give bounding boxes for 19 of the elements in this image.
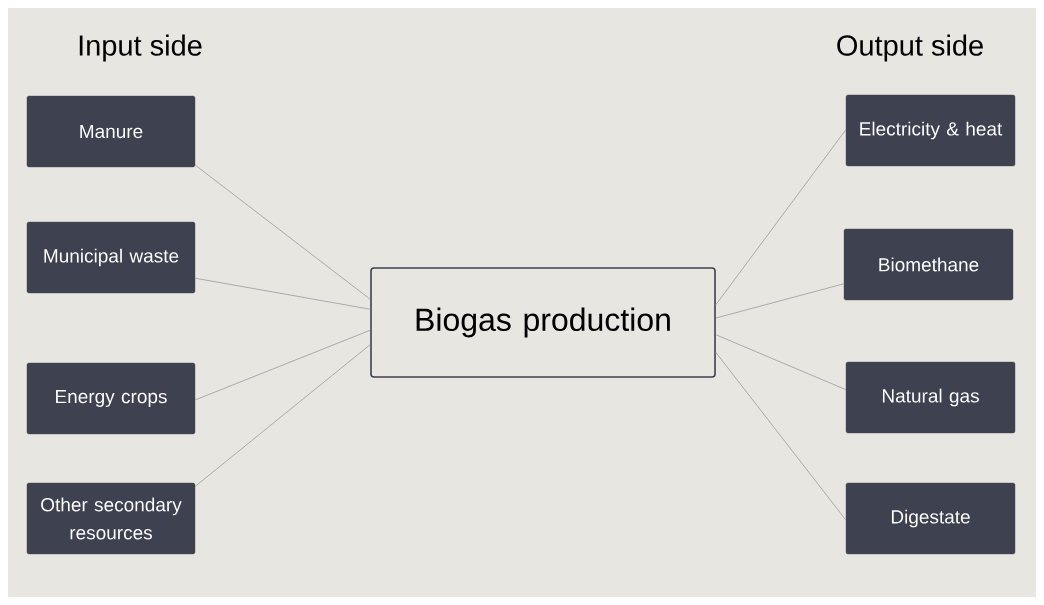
connector-line: [715, 283, 845, 319]
output-box: Natural gas: [845, 361, 1016, 434]
connector-line: [194, 344, 371, 487]
side-heading: Input side: [79, 34, 202, 62]
output-box: Biomethane: [843, 228, 1014, 301]
connector-line: [715, 334, 847, 391]
connector-line: [194, 277, 371, 310]
output-box: Electricity & heat: [845, 94, 1016, 167]
connector-line: [715, 129, 847, 306]
process-box: Biogas production: [370, 267, 716, 378]
side-heading: Output side: [837, 34, 983, 62]
input-box: Municipal waste: [26, 221, 196, 294]
connector-line: [194, 329, 371, 401]
output-box: Digestate: [845, 482, 1016, 555]
connector-line: [194, 164, 371, 300]
input-box: Other secondary resources: [26, 482, 196, 555]
input-box: Energy crops: [26, 362, 196, 435]
connector-line: [715, 351, 847, 521]
input-box: Manure: [26, 95, 196, 168]
